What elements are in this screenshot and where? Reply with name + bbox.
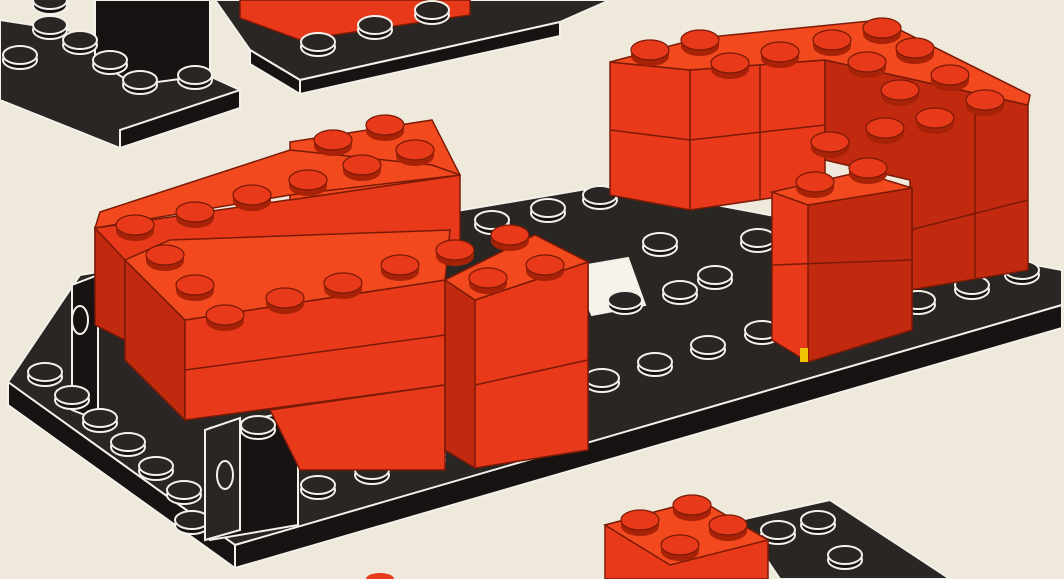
bottom-red-brick-fragment <box>366 495 950 579</box>
top-center-black-plate <box>215 0 610 94</box>
top-left-black-plate <box>0 0 240 148</box>
